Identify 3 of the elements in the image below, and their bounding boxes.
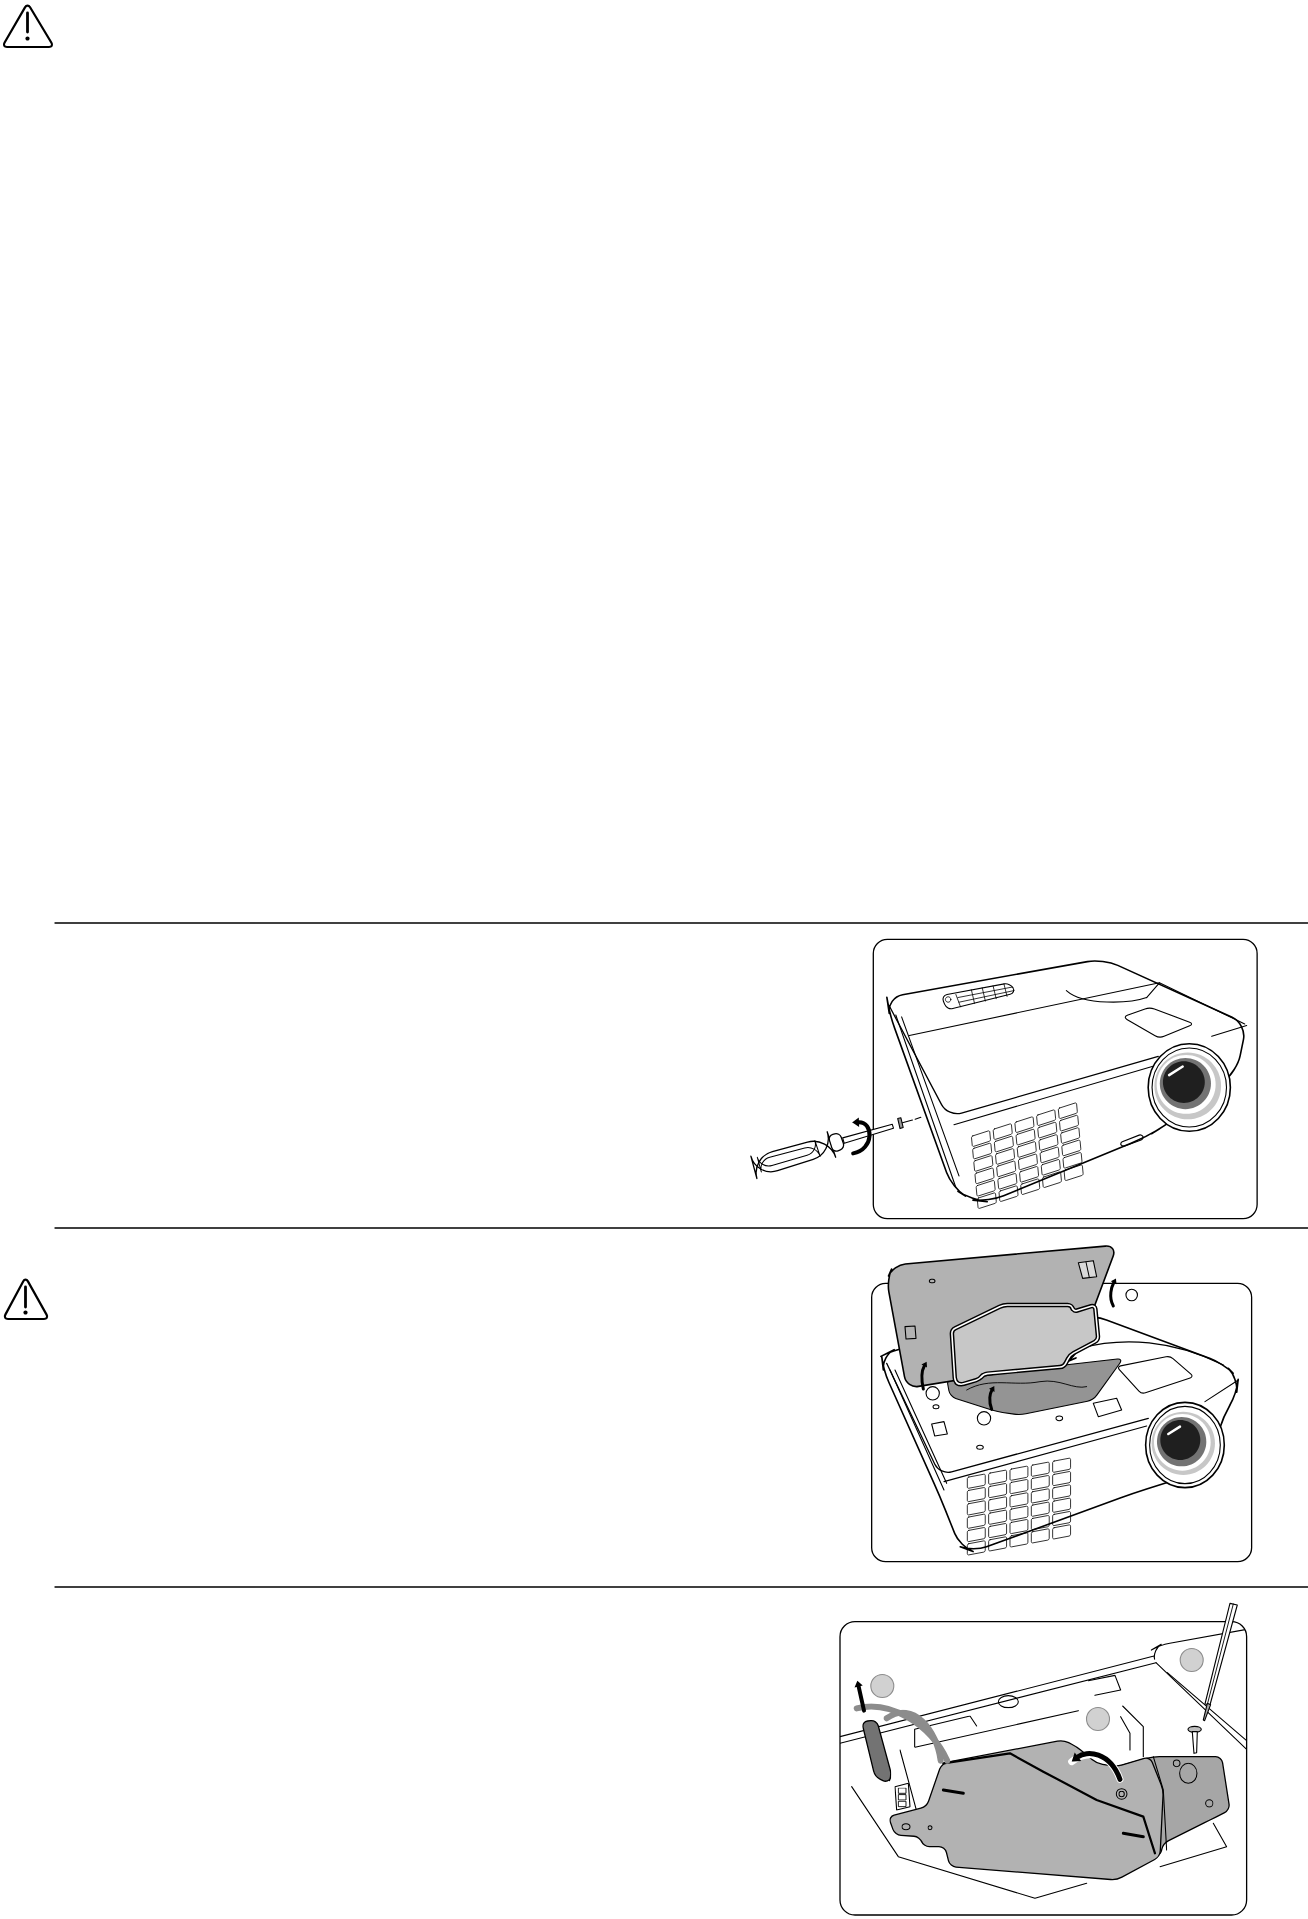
callout-circle: [1179, 1647, 1204, 1673]
callout-circle: [870, 1673, 895, 1699]
callout-circle: [1085, 1706, 1111, 1732]
